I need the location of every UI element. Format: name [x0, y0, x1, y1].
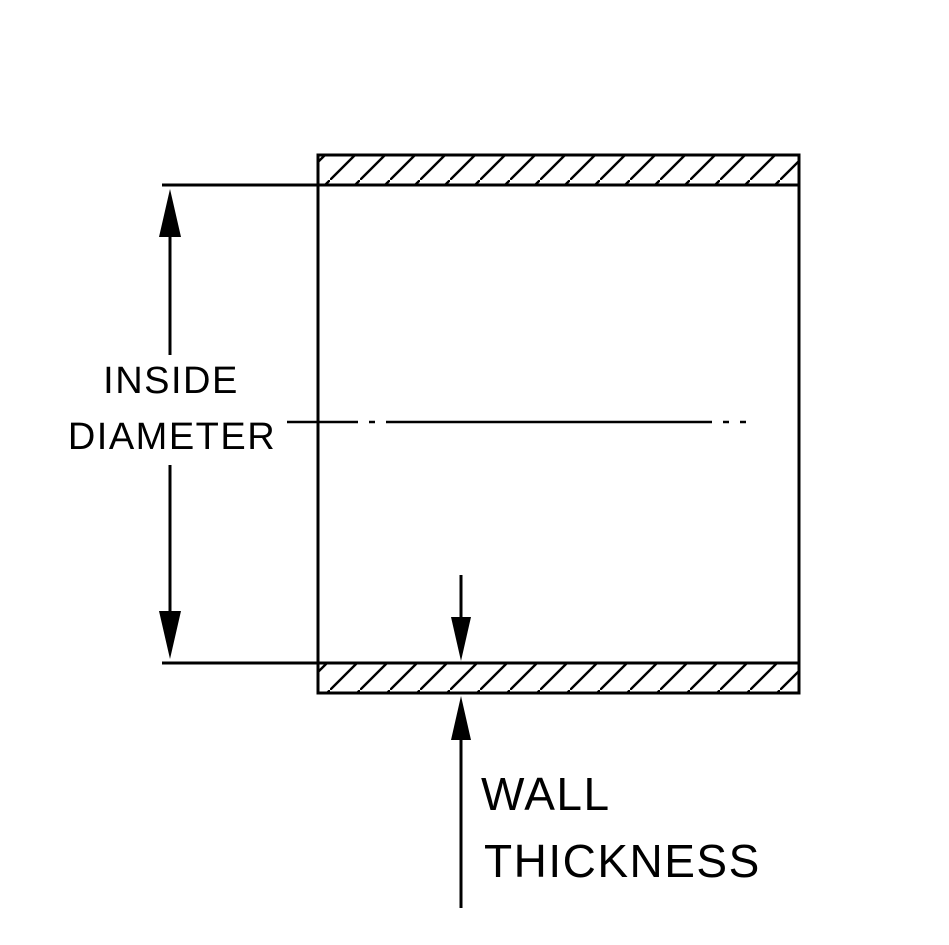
bottom-wall-hatch — [318, 663, 799, 693]
wall-thickness-label-line2: THICKNESS — [484, 835, 761, 887]
cross-section-body — [316, 153, 801, 695]
wall-thickness-label-line1: WALL — [481, 768, 611, 820]
wall-thickness-dimension: WALL THICKNESS — [451, 575, 761, 908]
arrow-down — [159, 611, 181, 659]
section-outline — [316, 153, 801, 695]
arrow-up-at-wall — [451, 696, 471, 740]
arrow-down-at-wall — [451, 617, 471, 661]
inside-diameter-label-line1: INSIDE — [103, 360, 239, 402]
arrow-up — [159, 189, 181, 237]
inside-diameter-dimension: INSIDE DIAMETER — [68, 183, 318, 665]
top-wall-hatch — [318, 155, 799, 185]
inside-diameter-label-line2: DIAMETER — [68, 416, 276, 458]
